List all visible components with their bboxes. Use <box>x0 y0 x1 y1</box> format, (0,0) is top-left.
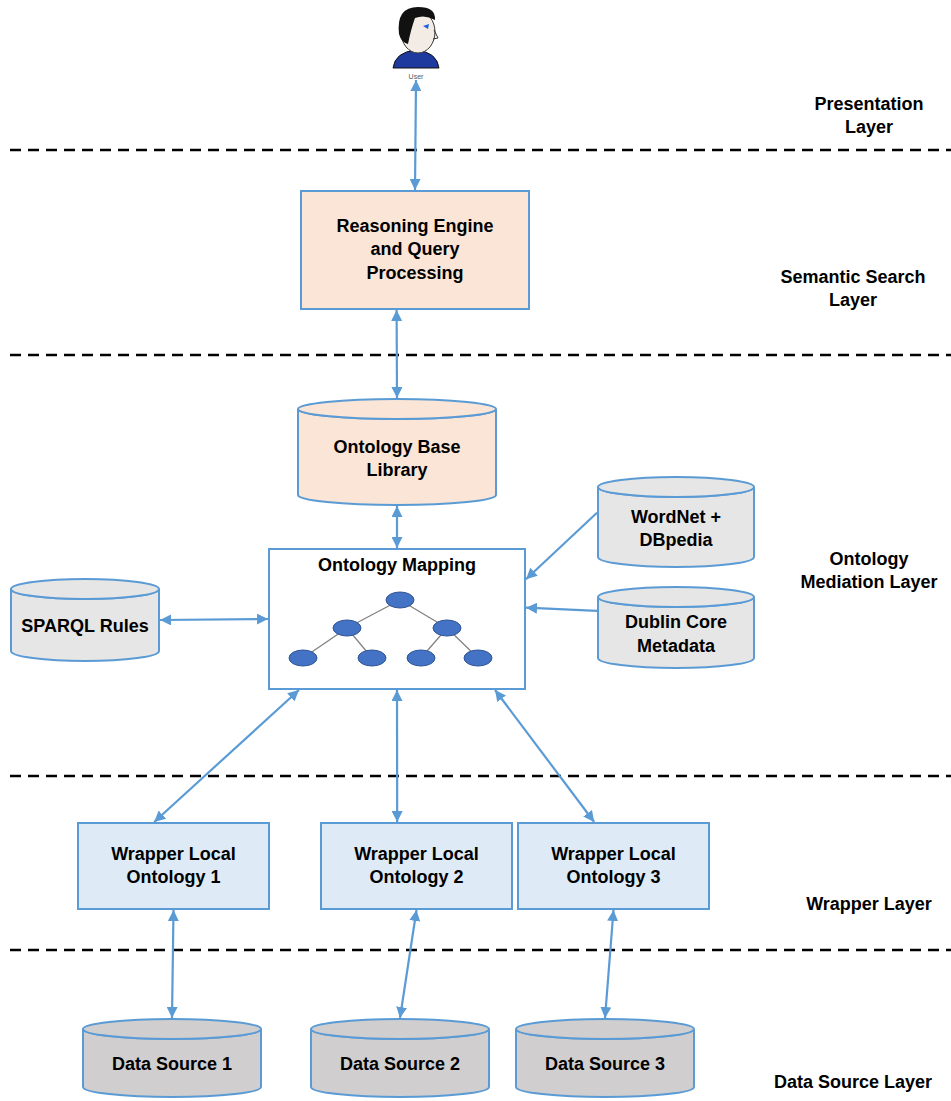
connector-arrow <box>415 80 416 190</box>
node-text: Dublin Core Metadata <box>606 611 746 658</box>
layer-label: Presentation Layer <box>790 93 948 140</box>
node-text: Wrapper Local Ontology 2 <box>327 843 507 890</box>
node-text: User <box>409 73 424 80</box>
layer-divider <box>10 949 951 952</box>
node-text: Wrapper Local Ontology 3 <box>524 843 704 890</box>
wrapper-box-outline <box>320 822 513 910</box>
user-figure: User <box>385 2 447 80</box>
layer-label: Ontology Mediation Layer <box>790 548 948 595</box>
wrapper-box-outline <box>517 822 710 910</box>
node-text: Wrapper Local Ontology 1 <box>84 843 264 890</box>
node-text: Data Source 3 <box>545 1053 665 1076</box>
connector-arrow <box>526 513 597 579</box>
connector-arrow <box>160 619 268 620</box>
connector-arrow <box>154 690 299 822</box>
user-figure-outline <box>385 2 447 80</box>
database-cylinder: Ontology Base Library <box>297 398 497 506</box>
database-cylinder: SPARQL Rules <box>10 578 160 662</box>
layer-label: Semantic Search Layer <box>760 266 946 313</box>
wrapper-box-outline <box>77 822 270 910</box>
node-text: Data Source 2 <box>340 1053 460 1076</box>
database-cylinder: Data Source 2 <box>310 1018 490 1098</box>
wrapper-box: Wrapper Local Ontology 1 <box>77 822 270 910</box>
node-text: Reasoning Engine and Query Processing <box>320 215 510 285</box>
connector-arrow <box>495 690 594 822</box>
node-text: Data Source 1 <box>112 1053 232 1076</box>
connector-arrow <box>526 608 597 611</box>
connector-arrow <box>396 310 399 398</box>
layer-divider <box>10 775 951 778</box>
database-cylinder: Data Source 3 <box>515 1018 695 1098</box>
node-text: SPARQL Rules <box>21 615 148 638</box>
layer-divider <box>10 149 951 152</box>
connector-arrow <box>396 690 398 822</box>
layer-label: Data Source Layer <box>760 1071 946 1094</box>
connector-arrow <box>396 506 398 548</box>
process-box: Reasoning Engine and Query Processing <box>300 190 530 310</box>
node-text: Ontology Base Library <box>315 436 480 483</box>
wrapper-box: Wrapper Local Ontology 3 <box>517 822 710 910</box>
layer-label: Wrapper Layer <box>790 893 948 916</box>
node-text: WordNet + DBpedia <box>611 506 741 553</box>
connector-arrow <box>605 910 614 1018</box>
mapping-box: Ontology Mapping <box>268 548 526 690</box>
connector-arrow <box>400 910 417 1018</box>
layer-divider <box>10 354 951 357</box>
node-text: Ontology Mapping <box>318 554 476 577</box>
wrapper-box: Wrapper Local Ontology 2 <box>320 822 513 910</box>
database-cylinder: WordNet + DBpedia <box>597 476 755 568</box>
connector-arrow <box>172 910 174 1018</box>
database-cylinder: Data Source 1 <box>82 1018 262 1098</box>
database-cylinder: Dublin Core Metadata <box>597 586 755 669</box>
